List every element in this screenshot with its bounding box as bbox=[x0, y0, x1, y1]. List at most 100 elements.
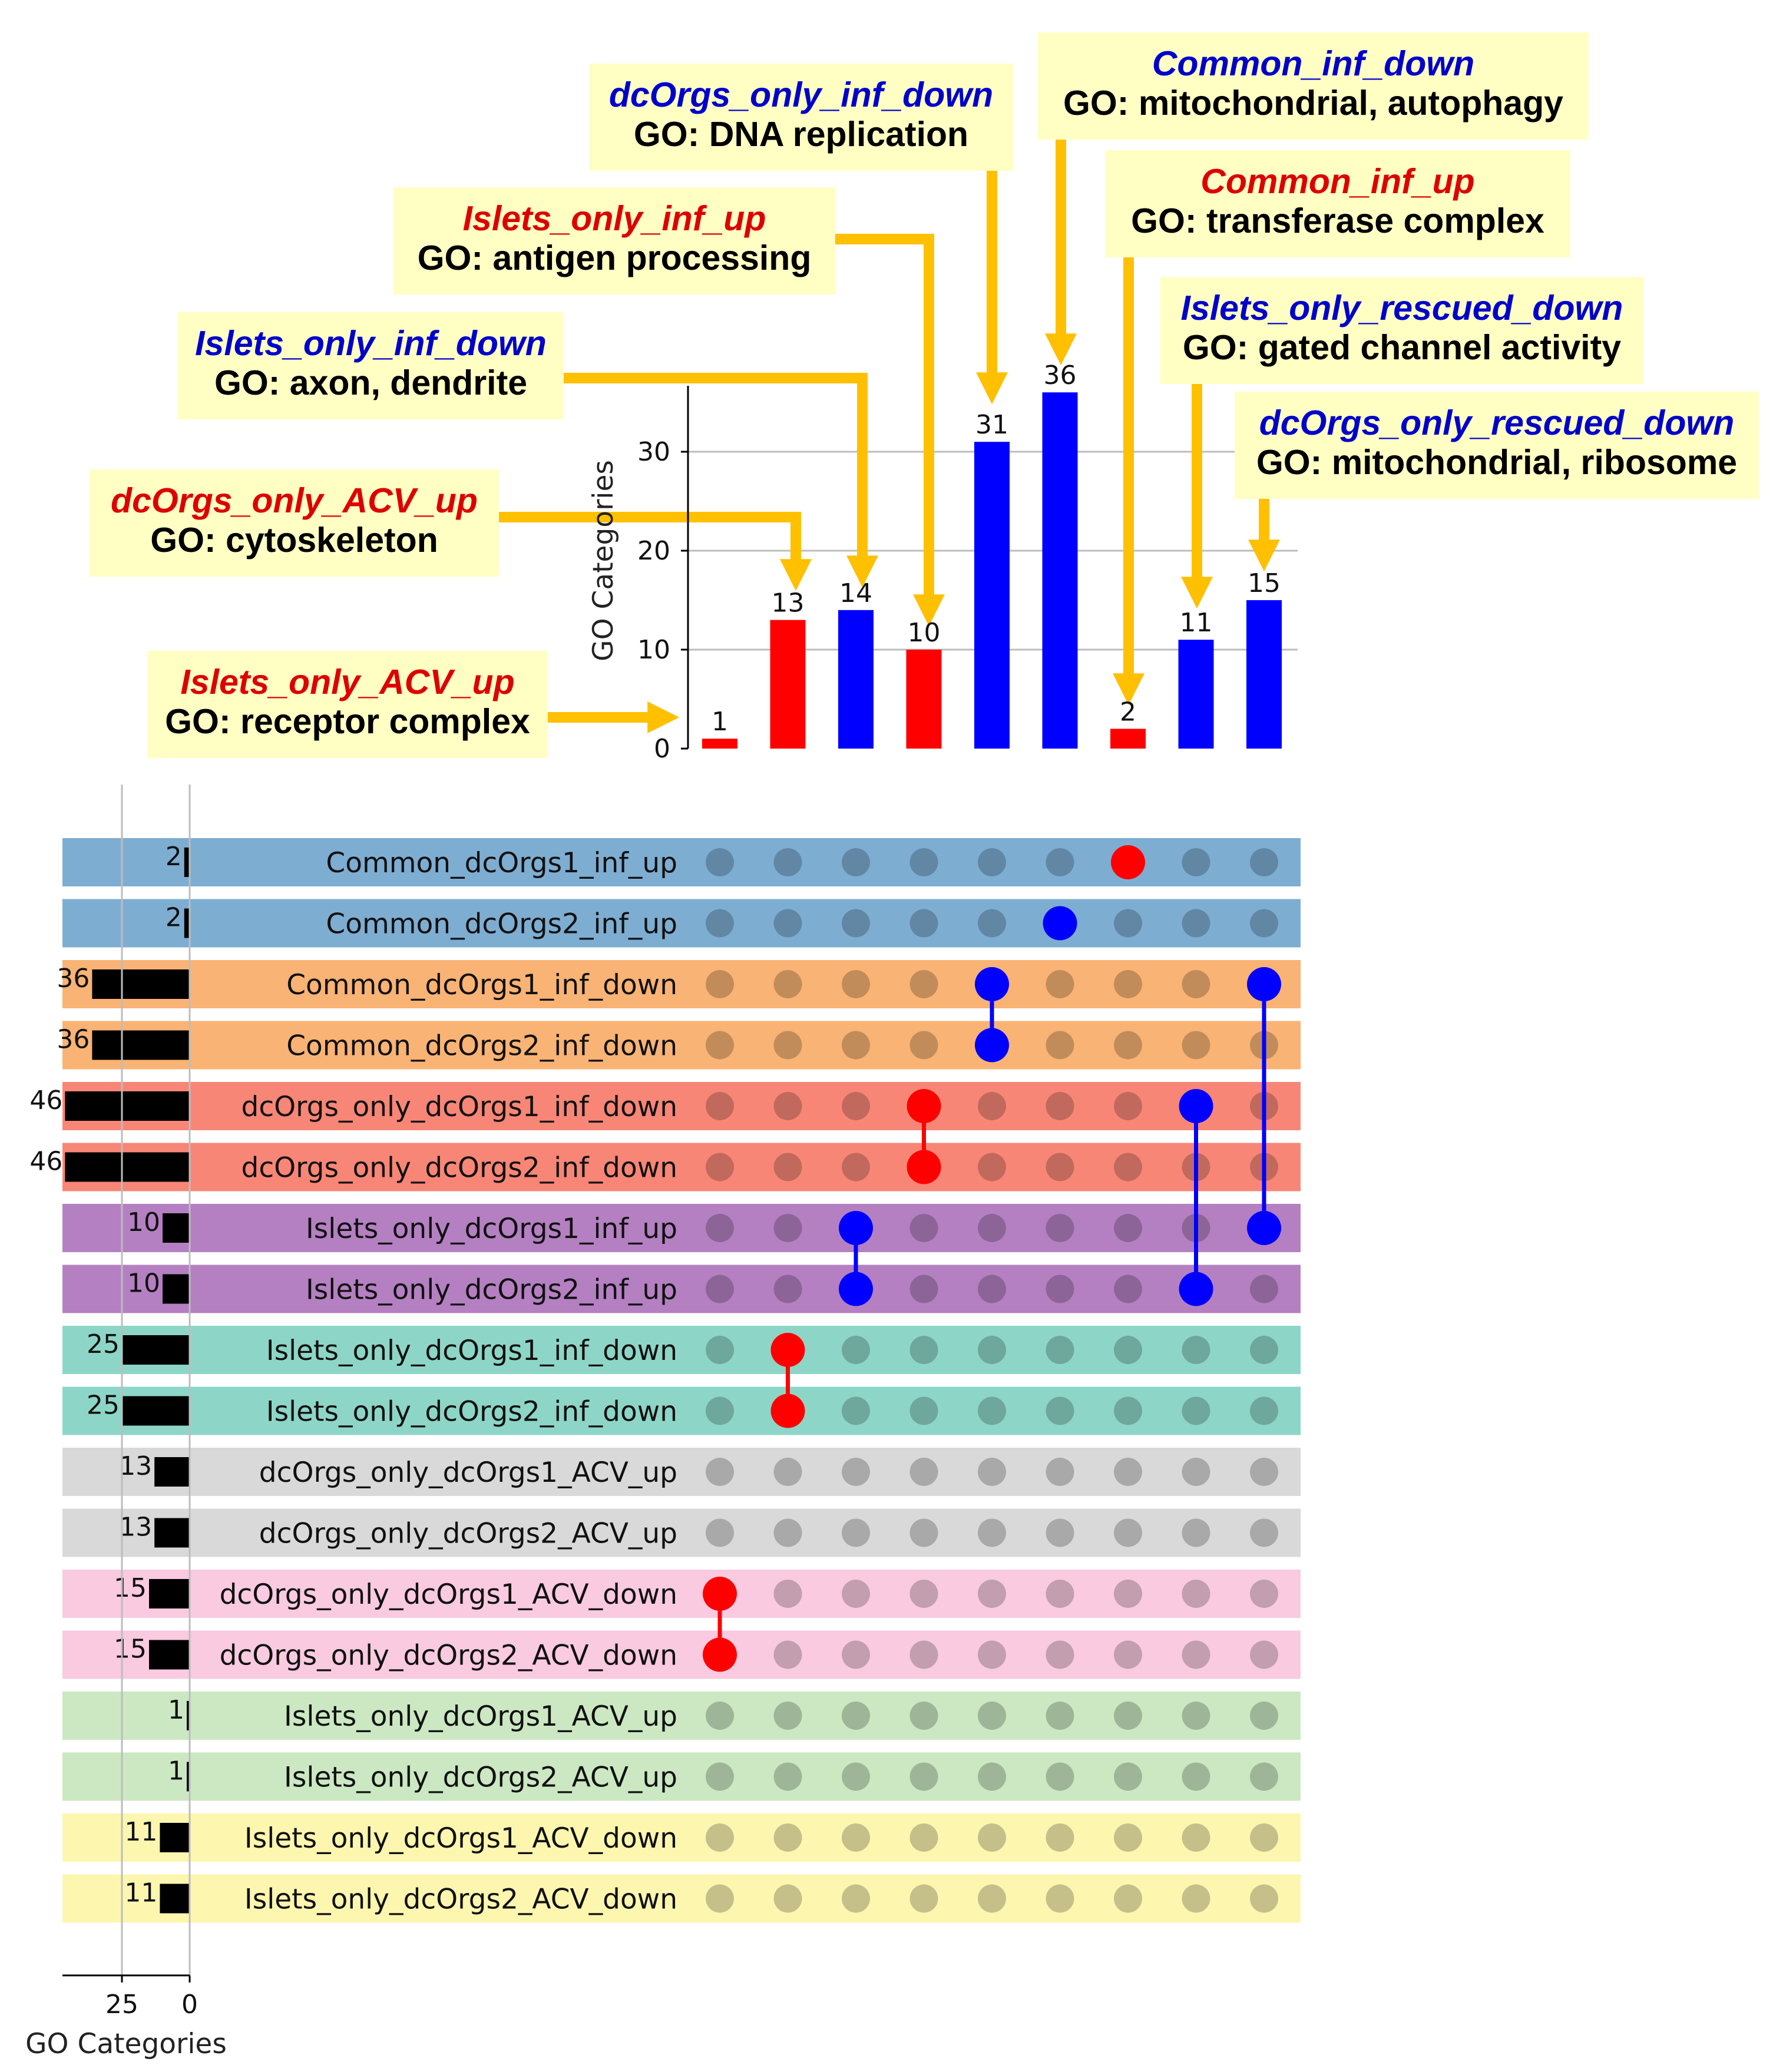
matrix-empty-dot bbox=[773, 1214, 802, 1242]
annotation-go-term: GO: antigen processing bbox=[418, 239, 812, 277]
matrix-empty-dot bbox=[773, 970, 802, 998]
matrix-empty-dot bbox=[1182, 1396, 1210, 1425]
matrix-empty-dot bbox=[842, 1884, 870, 1913]
annotation-go-term: GO: transferase complex bbox=[1131, 201, 1544, 240]
set-size-tick-label: 25 bbox=[105, 1990, 138, 2020]
set-size-bar bbox=[65, 1152, 190, 1182]
matrix-empty-dot bbox=[1114, 1153, 1142, 1181]
matrix-empty-dot bbox=[909, 1031, 938, 1060]
matrix-empty-dot bbox=[978, 1458, 1006, 1486]
set-size-bar bbox=[122, 1335, 190, 1365]
matrix-empty-dot bbox=[706, 848, 734, 876]
matrix-empty-dot bbox=[978, 1275, 1006, 1303]
matrix-empty-dot bbox=[909, 848, 938, 876]
matrix-empty-dot bbox=[1114, 1762, 1142, 1791]
annotation-box bbox=[1105, 150, 1570, 257]
matrix-empty-dot bbox=[978, 1884, 1006, 1913]
set-size-bar bbox=[149, 1579, 190, 1608]
matrix-empty-dot bbox=[1114, 1823, 1142, 1852]
matrix-empty-dot bbox=[978, 1580, 1006, 1608]
set-row-background bbox=[62, 899, 1301, 948]
set-name-label: Common_dcOrgs1_inf_down bbox=[286, 969, 677, 1001]
matrix-empty-dot bbox=[1182, 1884, 1210, 1913]
matrix-dots bbox=[703, 845, 1281, 1913]
matrix-empty-dot bbox=[842, 909, 870, 938]
matrix-active-dot bbox=[770, 1394, 805, 1428]
matrix-empty-dot bbox=[842, 1518, 870, 1547]
matrix-empty-dot bbox=[1182, 1518, 1210, 1547]
matrix-empty-dot bbox=[1114, 909, 1142, 938]
set-size-value: 13 bbox=[119, 1451, 152, 1481]
matrix-empty-dot bbox=[773, 848, 802, 876]
intersection-value-label: 2 bbox=[1120, 697, 1136, 727]
set-row-background bbox=[62, 960, 1301, 1008]
set-size-bar bbox=[92, 1030, 190, 1060]
annotation-box bbox=[1038, 32, 1589, 140]
annotation-box bbox=[147, 651, 548, 758]
matrix-empty-dot bbox=[1250, 1640, 1278, 1669]
set-size-value: 13 bbox=[119, 1512, 152, 1543]
set-row-background bbox=[62, 1752, 1301, 1801]
annotation-title: Islets_only_inf_down bbox=[195, 324, 547, 363]
matrix-row-backgrounds bbox=[62, 838, 1301, 1923]
set-name-label: Islets_only_dcOrgs2_inf_up bbox=[306, 1274, 677, 1306]
set-size-bar bbox=[184, 848, 190, 877]
matrix-empty-dot bbox=[978, 1214, 1006, 1242]
set-size-bar bbox=[65, 1091, 190, 1121]
matrix-empty-dot bbox=[1114, 1214, 1142, 1242]
set-row-background bbox=[62, 1508, 1301, 1557]
matrix-empty-dot bbox=[706, 970, 734, 998]
matrix-empty-dot bbox=[1046, 1884, 1074, 1913]
matrix-empty-dot bbox=[773, 1640, 802, 1669]
set-size-value: 2 bbox=[166, 903, 182, 933]
matrix-empty-dot bbox=[1046, 1275, 1074, 1303]
matrix-empty-dot bbox=[1114, 1336, 1142, 1364]
matrix-empty-dot bbox=[1250, 909, 1278, 938]
matrix-active-dot bbox=[907, 1150, 941, 1184]
set-row-background bbox=[62, 838, 1301, 886]
set-row-background bbox=[62, 1265, 1301, 1313]
set-row-background bbox=[62, 1386, 1301, 1435]
matrix-empty-dot bbox=[1182, 970, 1210, 998]
matrix-active-dot bbox=[1247, 1211, 1281, 1245]
matrix-empty-dot bbox=[909, 970, 938, 998]
intersection-bar bbox=[974, 442, 1010, 749]
matrix-empty-dot bbox=[773, 1153, 802, 1181]
matrix-empty-dot bbox=[773, 1762, 802, 1791]
annotation-title: dcOrgs_only_rescued_down bbox=[1259, 403, 1735, 442]
set-name-label: Islets_only_dcOrgs2_ACV_up bbox=[284, 1762, 677, 1794]
set-size-bar bbox=[187, 1762, 190, 1792]
matrix-empty-dot bbox=[978, 848, 1006, 876]
matrix-empty-dot bbox=[909, 1580, 938, 1608]
matrix-empty-dot bbox=[1182, 1458, 1210, 1486]
set-size-value: 15 bbox=[114, 1573, 147, 1603]
intersection-value-label: 31 bbox=[975, 410, 1008, 440]
set-name-label: Islets_only_dcOrgs1_ACV_up bbox=[284, 1700, 677, 1733]
matrix-active-dot bbox=[1179, 1089, 1213, 1123]
matrix-active-dot bbox=[839, 1272, 873, 1306]
set-size-value: 11 bbox=[124, 1878, 157, 1908]
set-size-bar bbox=[187, 1701, 190, 1730]
set-size-bar bbox=[184, 908, 190, 938]
set-row-background bbox=[62, 1021, 1301, 1070]
annotation-arrow bbox=[499, 512, 812, 591]
matrix-empty-dot bbox=[1046, 1336, 1074, 1364]
set-row-background bbox=[62, 1326, 1301, 1374]
set-size-bar bbox=[160, 1884, 190, 1914]
intersection-value-label: 14 bbox=[839, 578, 872, 608]
set-size-bar bbox=[163, 1213, 190, 1243]
set-size-value: 25 bbox=[87, 1391, 120, 1421]
matrix-empty-dot bbox=[773, 1031, 802, 1060]
set-size-value: 36 bbox=[57, 964, 90, 994]
matrix-empty-dot bbox=[1046, 1823, 1074, 1852]
set-size-value: 11 bbox=[124, 1817, 157, 1847]
matrix-empty-dot bbox=[1046, 1031, 1074, 1060]
matrix-active-dot bbox=[975, 1028, 1009, 1063]
matrix-empty-dot bbox=[909, 1884, 938, 1913]
matrix-empty-dot bbox=[842, 1031, 870, 1060]
set-row-background bbox=[62, 1630, 1301, 1679]
matrix-active-dot bbox=[1179, 1272, 1213, 1306]
matrix-empty-dot bbox=[1182, 1336, 1210, 1364]
matrix-empty-dot bbox=[1114, 1640, 1142, 1669]
